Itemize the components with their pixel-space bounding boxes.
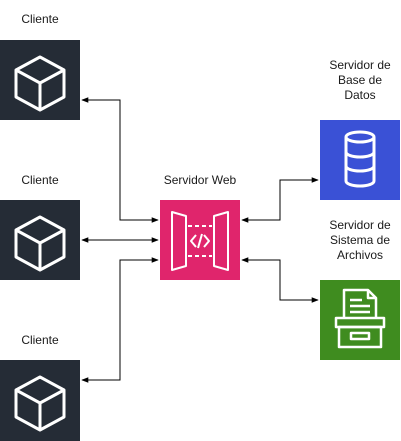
cube-icon bbox=[14, 375, 66, 432]
cube-icon bbox=[14, 215, 66, 272]
client-node-3 bbox=[0, 360, 80, 441]
fs-server-node bbox=[320, 280, 400, 360]
client-label-2: Cliente bbox=[21, 173, 59, 187]
connectors bbox=[81, 97, 319, 383]
client-node-2 bbox=[0, 200, 80, 280]
client-node-1 bbox=[0, 40, 80, 120]
db-server-node bbox=[320, 120, 400, 200]
edge-client3-web bbox=[81, 257, 159, 383]
fs-server-label: Servidor de Sistema de Archivos bbox=[329, 218, 391, 262]
web-server-node bbox=[160, 200, 240, 280]
client-label-1: Cliente bbox=[21, 12, 59, 26]
web-server-label: Servidor Web bbox=[163, 173, 237, 187]
cube-icon bbox=[14, 55, 66, 112]
edge-web-fs bbox=[241, 257, 319, 303]
file-archive-icon bbox=[334, 288, 386, 349]
db-server-label: Servidor de Base de Datos bbox=[329, 58, 391, 102]
client-label-3: Cliente bbox=[21, 333, 59, 347]
database-icon bbox=[344, 130, 376, 188]
edge-web-db bbox=[241, 177, 319, 223]
edge-client1-web bbox=[81, 97, 159, 223]
api-gateway-icon bbox=[171, 211, 229, 271]
